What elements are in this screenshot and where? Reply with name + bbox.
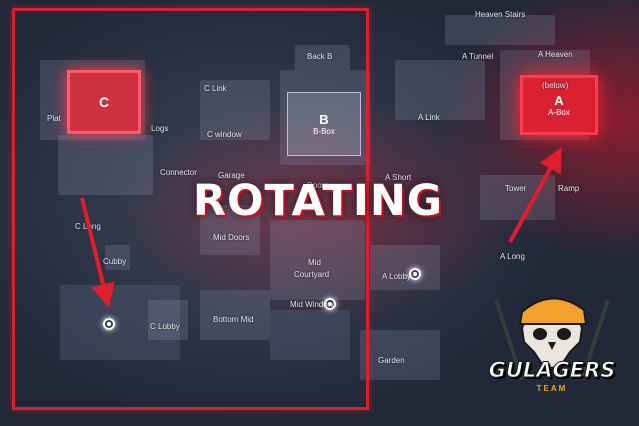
callout-bottom-mid: Bottom Mid xyxy=(213,315,254,324)
site-b-letter: B xyxy=(319,112,329,127)
spawn-marker xyxy=(409,268,421,280)
map-room xyxy=(395,60,485,120)
spawn-marker xyxy=(324,298,336,310)
callout-cubby: Cubby xyxy=(103,257,127,266)
site-b-sub: B-Box xyxy=(313,127,335,136)
callout-a-heaven: A Heaven xyxy=(538,50,573,59)
callout-a-lobby: A Lobby xyxy=(382,272,411,281)
site-a-marker: A A-Box xyxy=(520,75,598,135)
gulagers-skull-logo xyxy=(494,296,610,381)
site-a-sub: A-Box xyxy=(548,108,570,117)
map-room xyxy=(58,135,153,195)
map-room xyxy=(295,45,350,70)
map-room xyxy=(280,70,370,165)
callout-a-tunnel: A Tunnel xyxy=(462,52,494,61)
callout-back-b: Back B xyxy=(307,52,333,61)
callout-heaven-stairs: Heaven Stairs xyxy=(475,10,526,19)
callout-a-ramp: Ramp xyxy=(558,184,580,193)
map-room xyxy=(60,285,180,360)
arrow-to-a-site xyxy=(508,147,562,243)
map-room xyxy=(200,205,260,255)
callout-garage: Garage xyxy=(218,171,245,180)
callout-logs: Logs xyxy=(151,124,169,133)
callout-doors: Doors xyxy=(307,181,329,190)
callout-garden: Garden xyxy=(378,356,405,365)
site-c-letter: C xyxy=(98,94,110,110)
map-room xyxy=(200,80,270,140)
callout-c-window: C window xyxy=(207,130,242,139)
map-room xyxy=(200,290,270,340)
callout-a-long: A Long xyxy=(500,252,525,261)
map-room xyxy=(148,300,188,340)
team-tagline: TEAM xyxy=(536,384,568,393)
callout-plat: Plat xyxy=(47,114,61,123)
map-room xyxy=(270,220,365,300)
arrow-to-c-lobby xyxy=(80,197,115,308)
site-b-marker: B B-Box xyxy=(287,92,361,156)
spawn-marker xyxy=(103,318,115,330)
highlight-frame xyxy=(12,8,369,410)
callout-c-lobby: C Lobby xyxy=(150,322,180,331)
callout-connector: Connector xyxy=(160,168,197,177)
callout-a-heaven-below: (below) xyxy=(542,81,569,90)
callout-a-link: A Link xyxy=(418,113,440,122)
callout-c-link: C Link xyxy=(204,84,227,93)
map-room xyxy=(445,15,555,45)
rotating-title: ROTATING xyxy=(192,176,444,226)
site-c-marker: C xyxy=(67,70,141,134)
callout-mid-doors: Mid Doors xyxy=(213,233,250,242)
callout-mid-courtyard-top: Mid xyxy=(308,258,321,267)
team-name: GULAGERS xyxy=(488,358,616,383)
callout-a-short: A Short xyxy=(385,173,412,182)
map-room xyxy=(270,310,350,360)
callout-mid-courtyard-bottom: Courtyard xyxy=(294,270,330,279)
map-room xyxy=(105,245,130,270)
callout-a-tower: Tower xyxy=(505,184,527,193)
callout-mid-window: Mid Window xyxy=(290,300,334,309)
map-room xyxy=(370,245,440,290)
site-a-letter: A xyxy=(554,93,564,108)
map-room xyxy=(360,330,440,380)
